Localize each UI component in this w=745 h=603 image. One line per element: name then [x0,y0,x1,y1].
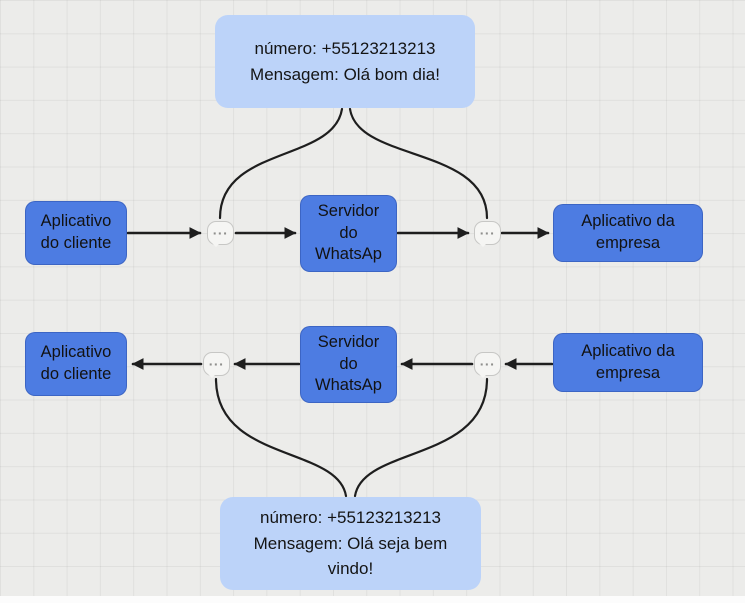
message-bubble-icon-inbound-right[interactable]: ··· [474,352,501,378]
node-client-app-outbound-label: Aplicativo do cliente [40,212,112,252]
node-whatsapp-server-outbound-label: Servidor do WhatsAp [315,201,382,264]
node-whatsapp-server-inbound[interactable]: Servidor do WhatsAp [300,326,397,403]
node-client-app-inbound[interactable]: Aplicativo do cliente [25,332,127,396]
node-client-app-outbound[interactable]: Aplicativo do cliente [25,201,127,265]
ellipsis-icon: ··· [208,356,225,372]
message-bubble-icon-outbound-left[interactable]: ··· [207,221,234,247]
node-company-app-outbound-label: Aplicativo da empresa [581,212,675,252]
node-company-app-outbound[interactable]: Aplicativo da empresa [553,204,703,262]
curve-note-bottom-to-left-bubble[interactable] [214,377,348,498]
ellipsis-icon: ··· [479,225,496,241]
canvas-bottom-edge [0,596,745,603]
node-whatsapp-server-inbound-label: Servidor do WhatsAp [315,332,382,395]
ellipsis-icon: ··· [212,225,229,241]
node-company-app-inbound-label: Aplicativo da empresa [581,341,675,382]
node-client-app-inbound-label: Aplicativo do cliente [40,343,112,383]
curve-note-bottom-to-right-bubble[interactable] [353,377,489,498]
note-outbound-message[interactable]: número: +55123213213 Mensagem: Olá bom d… [215,15,475,108]
ellipsis-icon: ··· [479,356,496,372]
note-inbound-message-text: número: +55123213213 Mensagem: Olá seja … [253,508,448,579]
message-bubble-icon-inbound-left[interactable]: ··· [203,352,230,378]
note-outbound-message-text: número: +55123213213 Mensagem: Olá bom d… [250,39,440,84]
note-inbound-message[interactable]: número: +55123213213 Mensagem: Olá seja … [220,497,481,590]
curve-note-top-to-left-bubble[interactable] [218,107,344,220]
curve-note-top-to-right-bubble[interactable] [348,107,489,220]
node-company-app-inbound[interactable]: Aplicativo da empresa [553,333,703,392]
node-whatsapp-server-outbound[interactable]: Servidor do WhatsAp [300,195,397,272]
message-bubble-icon-outbound-right[interactable]: ··· [474,221,501,247]
